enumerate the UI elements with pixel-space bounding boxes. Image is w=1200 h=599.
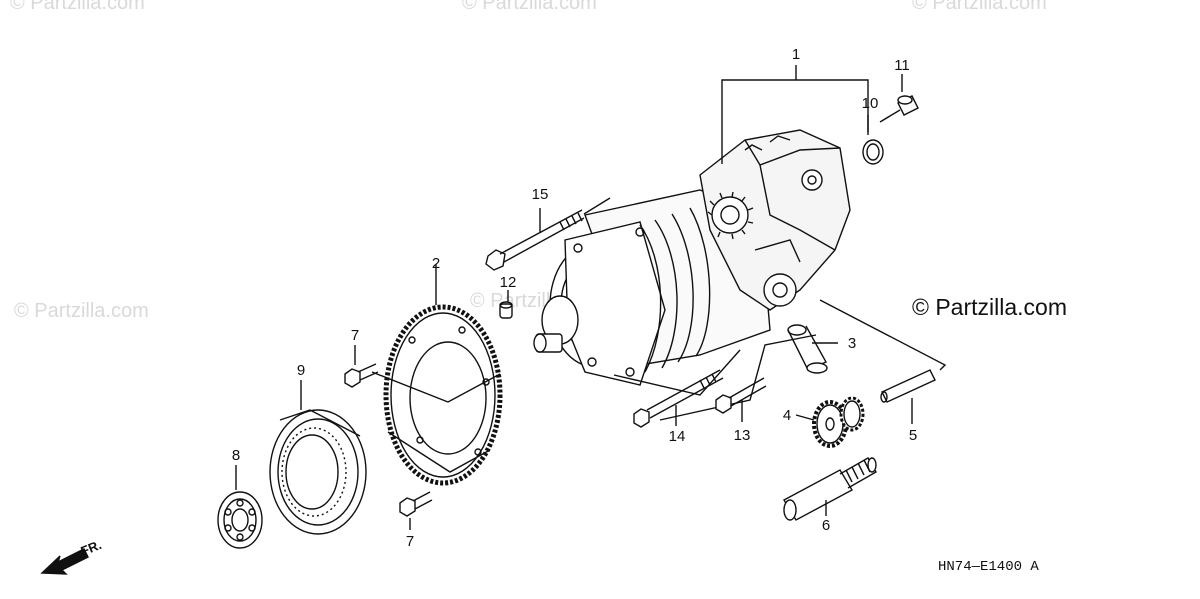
part-14-flange-bolt	[633, 369, 724, 428]
part-15-long-bolt	[485, 197, 611, 271]
callout-12: 12	[500, 274, 517, 291]
callout-3: 3	[848, 335, 856, 352]
part-11-bushing	[879, 74, 919, 123]
callout-1: 1	[792, 46, 800, 63]
part-10-o-ring	[862, 115, 884, 165]
part-12-dowel-pin	[499, 290, 513, 319]
callout-7-upper: 7	[351, 327, 359, 344]
callout-13: 13	[734, 427, 751, 444]
callout-8: 8	[232, 447, 240, 464]
callout-9: 9	[297, 362, 305, 379]
callout-2: 2	[432, 255, 440, 272]
part-7-bolt-upper	[344, 345, 379, 388]
callout-14: 14	[669, 428, 686, 445]
part-9-needle-bearing	[269, 380, 367, 535]
part-13-flange-bolt	[715, 377, 767, 422]
front-direction-arrow	[40, 548, 89, 575]
part-7-bolt-lower	[399, 491, 433, 530]
callout-7-lower: 7	[406, 533, 414, 550]
watermark-middle-left: © Partzilla.com	[14, 300, 149, 322]
part-6-splined-shaft	[783, 457, 877, 521]
callout-10: 10	[862, 95, 879, 112]
part-3-shaft	[787, 324, 838, 374]
callout-11: 11	[894, 57, 910, 74]
part-2-ring-gear	[383, 264, 503, 486]
part-8-ball-bearing	[217, 465, 263, 549]
part-1-housing-assembly	[533, 65, 869, 386]
callout-15: 15	[532, 186, 549, 203]
callout-5: 5	[909, 427, 917, 444]
part-5-pin	[880, 369, 936, 424]
diagram-code: HN74—E1400 A	[938, 559, 1039, 575]
watermark-top-center: © Partzilla.com	[462, 0, 597, 14]
front-arrow-label: FR.	[79, 537, 104, 559]
callout-6: 6	[822, 517, 830, 534]
callout-4: 4	[783, 407, 791, 424]
watermark-top-left: © Partzilla.com	[10, 0, 145, 14]
watermark-top-right: © Partzilla.com	[912, 0, 1047, 14]
part-4-idle-gear	[795, 396, 865, 448]
bolt-leader-lines	[371, 299, 947, 473]
copyright-notice: © Partzilla.com	[912, 294, 1067, 320]
